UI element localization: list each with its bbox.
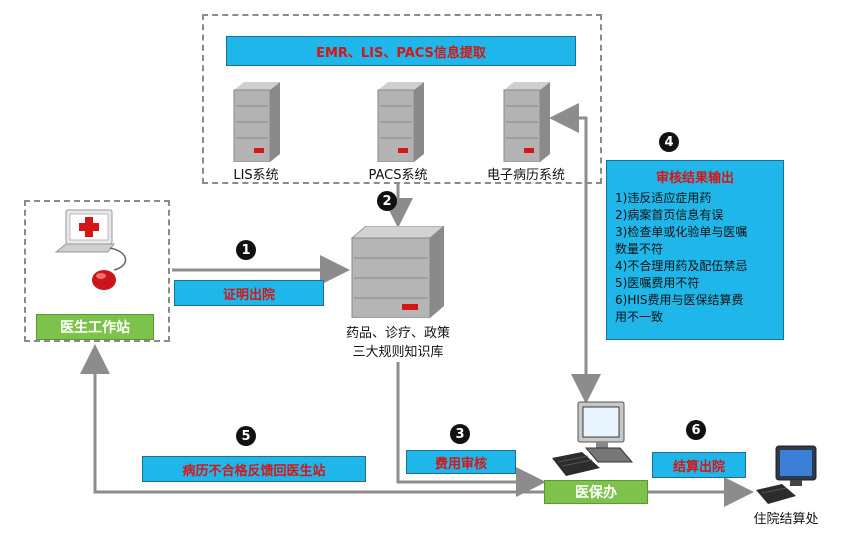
audit-result-item: 6)HIS费用与医保结算费 [615, 293, 744, 307]
settlement-computer-icon [752, 444, 822, 506]
step-1-box: 证明出院 [174, 280, 324, 306]
data-sources-region [202, 14, 602, 184]
step-6-number: 6 [686, 420, 706, 440]
step-1-label: 证明出院 [222, 287, 275, 303]
step-1-number: 1 [236, 240, 256, 260]
audit-results-title: 审核结果输出 [655, 171, 734, 186]
arrow-step5 [80, 344, 545, 494]
server-emr-label: 电子病历系统 [486, 168, 565, 183]
server-pacs-icon [372, 82, 428, 163]
step-2-number: 2 [377, 191, 397, 211]
doctor-laptop-icon [52, 208, 136, 294]
server-pacs-label: PACS系统 [368, 168, 428, 183]
knowledge-base-server-icon [348, 225, 448, 319]
audit-result-item: 数量不符 [615, 242, 664, 256]
step-3-label: 费用审核 [434, 456, 487, 472]
step-5-box: 病历不合格反馈回医生站 [142, 456, 366, 482]
step-3-number: 3 [450, 424, 470, 444]
step-4-number: 4 [659, 132, 679, 152]
server-emr-icon [498, 82, 554, 163]
emr-lis-pacs-title: EMR、LIS、PACS信息提取 [316, 45, 486, 61]
doctor-station-badge: 医生工作站 [36, 314, 154, 340]
server-lis-icon [228, 82, 284, 163]
step-5-label: 病历不合格反馈回医生站 [182, 463, 326, 479]
arrow-step3 [396, 362, 546, 497]
settlement-label: 住院结算处 [753, 512, 819, 527]
audit-result-item: 2)病案首页信息有误 [615, 208, 724, 222]
audit-result-item: 用不一致 [615, 310, 664, 324]
step-6-box: 结算出院 [652, 452, 746, 478]
insurance-office-badge: 医保办 [544, 480, 648, 504]
audit-result-item: 3)检查单或化验单与医嘱 [615, 225, 748, 239]
doctor-station-region [24, 200, 170, 342]
doctor-station-label: 医生工作站 [60, 320, 130, 336]
server-lis-label: LIS系统 [233, 168, 279, 183]
audit-result-item: 1)违反适应症用药 [615, 191, 712, 205]
emr-lis-pacs-bar: EMR、LIS、PACS信息提取 [226, 36, 576, 66]
audit-result-item: 4)不合理用药及配伍禁忌 [615, 259, 748, 273]
knowledge-base-line2: 三大规则知识库 [352, 345, 444, 360]
step-3-box: 费用审核 [406, 450, 516, 474]
step-6-label: 结算出院 [672, 459, 725, 475]
insurance-office-computer-icon [548, 400, 638, 478]
knowledge-base-line1: 药品、诊疗、政策 [345, 326, 450, 341]
step-5-number: 5 [236, 426, 256, 446]
audit-result-item: 5)医嘱费用不符 [615, 276, 700, 290]
audit-results-box: 审核结果输出 1)违反适应症用药 2)病案首页信息有误 3)检查单或化验单与医嘱… [606, 160, 784, 340]
insurance-office-label: 医保办 [575, 485, 617, 501]
